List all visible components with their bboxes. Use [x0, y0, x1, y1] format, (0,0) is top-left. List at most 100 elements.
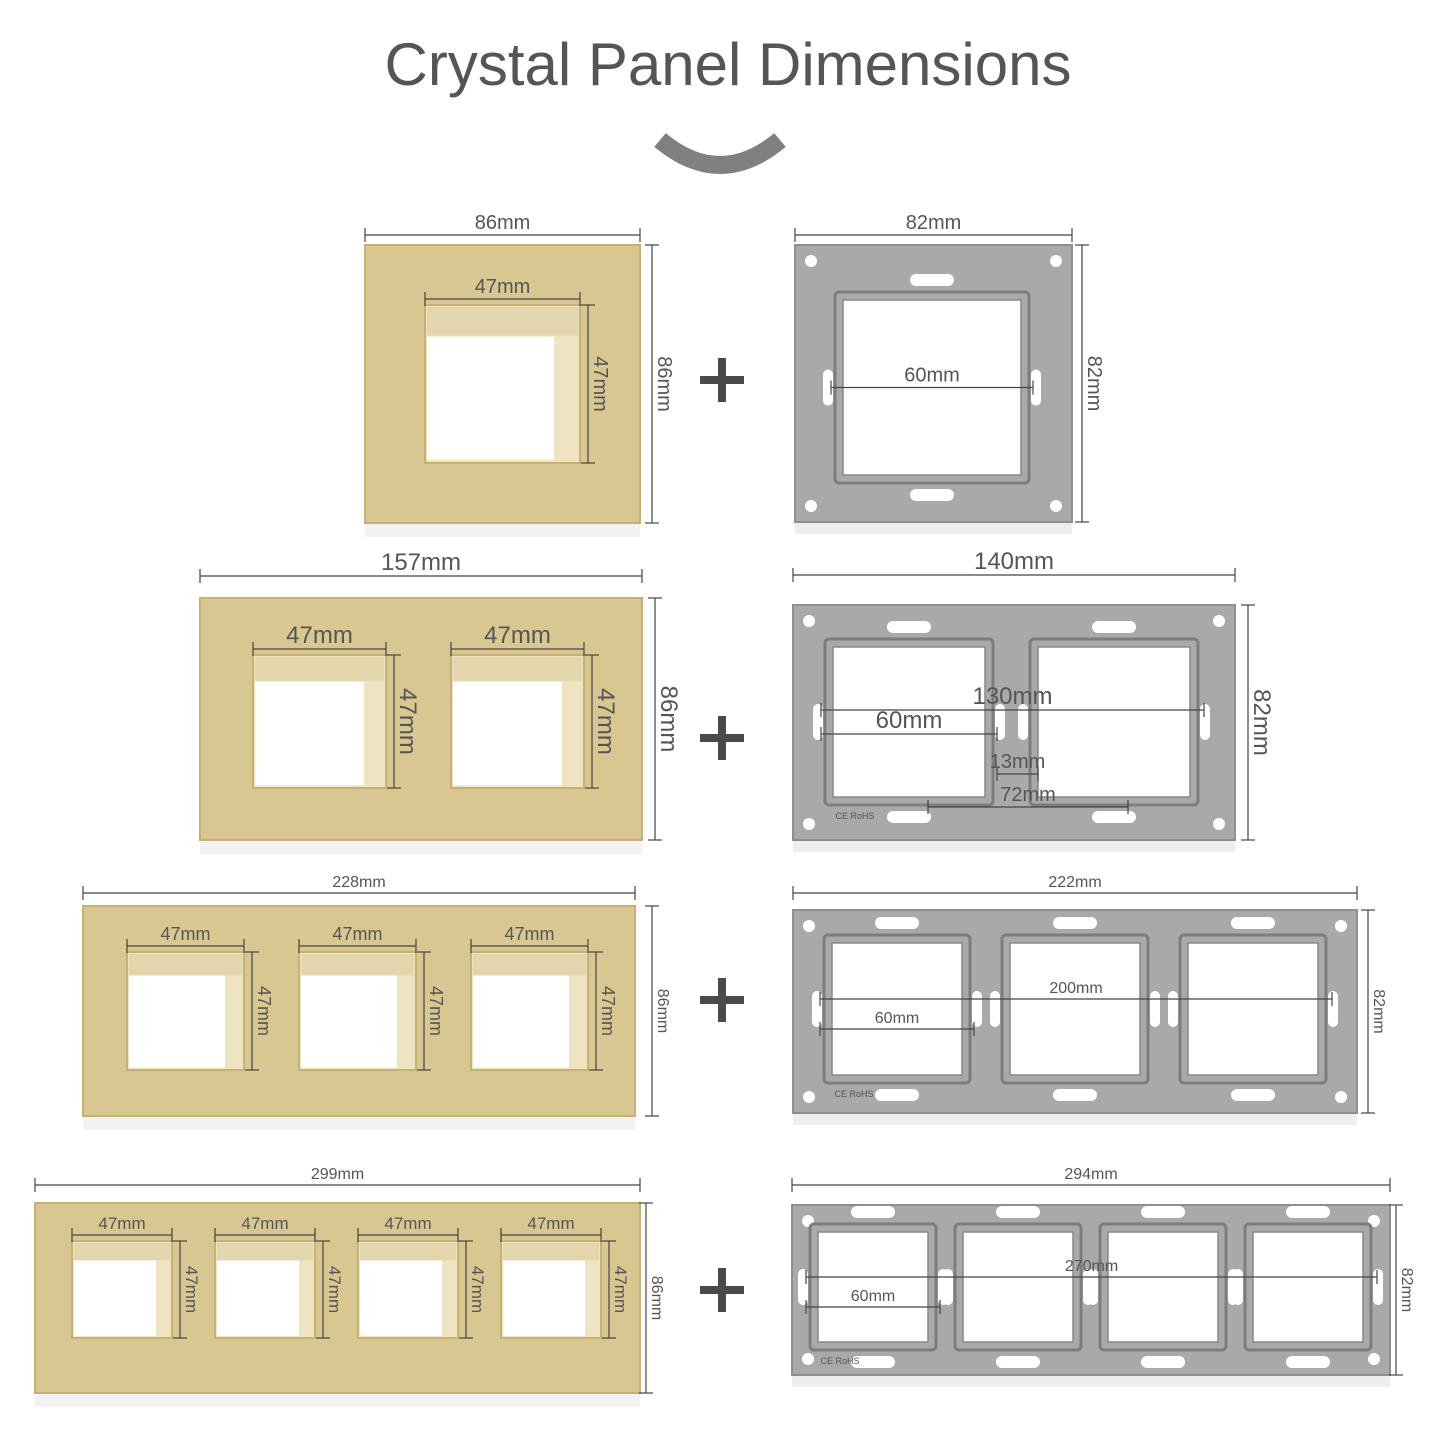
- panel-rows: 47mm 47mm 86mm 86mm 82mm 82mm 60mm 47mm 47mm 47mm…: [34, 212, 1415, 1407]
- frame-gap-dim: 13mm: [990, 751, 1045, 781]
- plus-icon-v: [718, 1268, 726, 1312]
- hole-width-dim: 47mm: [357, 1214, 459, 1242]
- frame-window: [1107, 1231, 1219, 1343]
- ce-rohs-mark: CE RoHS: [834, 1089, 873, 1099]
- frame-width-dim: 140mm: [792, 548, 1236, 582]
- frame-width-dim-label: 222mm: [1048, 874, 1101, 891]
- frame-height-dim: 82mm: [1075, 244, 1105, 523]
- frame-window-rim: [808, 1222, 938, 1352]
- hole-width-dim: 47mm: [424, 276, 581, 306]
- frame-screw-hole: [1050, 255, 1062, 267]
- glass-cutout-bevel: [453, 657, 582, 681]
- frame-width-dim: 294mm: [791, 1166, 1391, 1192]
- hole-width-dim-label: 47mm: [484, 622, 551, 649]
- frame-slot-right: [1031, 369, 1041, 406]
- mount-pitch-dim-label: 60mm: [875, 1010, 919, 1027]
- frame-width-dim: 222mm: [792, 874, 1358, 900]
- glass-width-dim-label: 157mm: [381, 549, 461, 576]
- glass-width-dim-label: 299mm: [311, 1166, 364, 1183]
- frame-window: [1037, 646, 1191, 798]
- glass-reflection: [200, 840, 642, 854]
- glass-cutout-bevel: [74, 1243, 170, 1261]
- frame-window-rim: [823, 637, 995, 807]
- hole-width-dim: 47mm: [450, 622, 585, 656]
- hole-width-dim-label: 47mm: [527, 1214, 574, 1233]
- frame-slot-top: [1141, 1206, 1185, 1218]
- plus-icon: [700, 716, 744, 760]
- mount-span-dim: 130mm: [820, 683, 1205, 717]
- glass-cutout-opening: [427, 336, 555, 460]
- frame-window: [1009, 942, 1141, 1076]
- hole-width-dim: 47mm: [214, 1214, 316, 1242]
- plus-icon-v: [718, 358, 726, 402]
- frame-slot-left: [1018, 704, 1028, 740]
- glass-height-dim: 86mm: [645, 905, 671, 1117]
- frame-slot-right: [1373, 1269, 1383, 1305]
- frame-slot-bottom: [1231, 1089, 1275, 1101]
- glass-height-dim-label: 86mm: [655, 686, 682, 753]
- frame-window: [962, 1231, 1074, 1343]
- frame-screw-hole: [803, 920, 815, 932]
- hole-width-dim: 47mm: [500, 1214, 602, 1242]
- frame-window-rim: [822, 933, 972, 1085]
- frame-slot-top: [875, 917, 919, 929]
- plus-icon-v: [718, 978, 726, 1022]
- hole-width-dim: 47mm: [298, 924, 417, 953]
- glass-cutout-opening: [74, 1260, 156, 1337]
- frame-screw-hole: [803, 1091, 815, 1103]
- glass-width-dim: 157mm: [199, 549, 643, 583]
- frame-slot-top: [1053, 917, 1097, 929]
- frame-window: [817, 1231, 929, 1343]
- frame-slot-bottom: [996, 1356, 1040, 1368]
- plus-icon: [700, 358, 744, 402]
- glass-cutout-bevel: [301, 954, 414, 976]
- frame-window: [831, 942, 963, 1076]
- hole-width-dim-label: 47mm: [98, 1214, 145, 1233]
- hole-width-dim-label: 47mm: [160, 924, 210, 944]
- plus-icon: [700, 978, 744, 1022]
- glass-cutout-opening: [453, 681, 563, 786]
- glass-cutout-bevel: [503, 1243, 599, 1261]
- frame-slot-bottom: [1141, 1356, 1185, 1368]
- glass-cutout-bevel: [129, 954, 242, 976]
- hole-height-dim-label: 47mm: [468, 1266, 487, 1313]
- glass-cutout-opening: [473, 975, 569, 1068]
- frame-height-dim: 82mm: [1361, 909, 1387, 1114]
- hole-height-dim: 47mm: [173, 1240, 201, 1339]
- glass-height-dim-label: 86mm: [653, 356, 675, 412]
- glass-cutout-opening: [129, 975, 225, 1068]
- glass-cutout-opening: [360, 1260, 442, 1337]
- frame-slot-top: [1092, 621, 1136, 633]
- mounting-frame-3-gang: 222mm 82mm 200mm 60mm CE RoHS: [792, 874, 1387, 1125]
- glass-width-dim-label: 86mm: [475, 212, 531, 234]
- frame-slot-top: [1286, 1206, 1330, 1218]
- hole-width-dim: 47mm: [71, 1214, 173, 1242]
- glass-cutout-opening: [503, 1260, 585, 1337]
- plus-icon: [700, 1268, 744, 1312]
- page-title: Crystal Panel Dimensions: [385, 31, 1072, 98]
- mount-span-dim: 200mm: [819, 980, 1333, 1006]
- hole-width-dim: 47mm: [470, 924, 589, 953]
- mount-pitch-dim: 60mm: [820, 707, 998, 741]
- glass-width-dim-label: 228mm: [332, 874, 385, 891]
- glass-height-dim: 86mm: [648, 597, 682, 841]
- frame-screw-hole: [1213, 615, 1225, 627]
- frame-slot-top: [887, 621, 931, 633]
- hole-height-dim: 47mm: [585, 654, 619, 789]
- mount-pitch-dim-label: 60mm: [851, 1288, 895, 1305]
- frame-slot-top: [910, 274, 954, 286]
- frame-height-dim-label: 82mm: [1083, 356, 1105, 412]
- frame-screw-hole: [1368, 1215, 1380, 1227]
- frame-slot-left: [990, 991, 1000, 1027]
- frame-screw-hole: [1368, 1353, 1380, 1365]
- frame-slot-left: [1168, 991, 1178, 1027]
- glass-cutout-bevel: [217, 1243, 313, 1261]
- frame-window-rim: [1098, 1222, 1228, 1352]
- hole-width-dim-label: 47mm: [286, 622, 353, 649]
- glass-cutout-bevel: [427, 307, 578, 336]
- mount-span-dim: 270mm: [805, 1258, 1378, 1284]
- frame-slot-bottom: [875, 1089, 919, 1101]
- frame-height-dim-label: 82mm: [1398, 1268, 1415, 1312]
- hole-width-dim: 47mm: [126, 924, 245, 953]
